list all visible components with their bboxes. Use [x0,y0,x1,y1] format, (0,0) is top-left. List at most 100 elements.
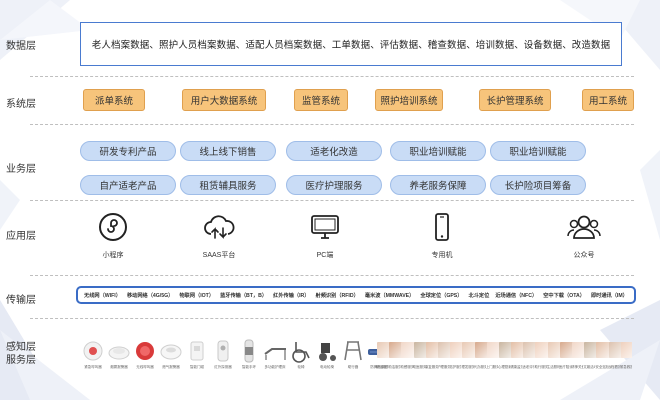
system-employment[interactable]: 用工系统 [582,89,634,111]
service-photo-1: 助洁服务 [388,338,411,372]
service-photo-label: 助医服务 [412,365,425,369]
perception-devices: 紧急呼叫器 烟雾报警器 无线呼叫器 燃气报警器 智能门磁 红外探测器 智能手环 … [80,338,392,372]
transport-ota: 空中下载（OTA） [543,292,585,299]
electric-wheelchair-icon [319,343,336,361]
service-photo-label: 适老评估 [522,365,534,369]
cloud-saas-icon [204,215,235,239]
system-user-bigdata[interactable]: 用户大数据系统 [182,89,266,111]
device-smart-band: 智能手环 [236,338,262,372]
app-official-account-label: 公众号 [573,252,595,259]
business-vocational-training-1[interactable]: 职业培训赋能 [390,141,486,161]
perception-layer-label-line1: 感知层 [6,342,36,353]
service-photo-label: 助洁服务 [388,365,400,369]
service-photo-10: 心理慰藉 [497,338,520,372]
service-photo-label: 助行服务 [534,365,546,369]
app-official-account[interactable]: 公众号 [549,212,619,260]
service-photo-9: 上门服务 [485,338,508,372]
app-pc-label: PC端 [316,252,334,259]
device-infrared-detector-label: 红外探测器 [214,365,232,369]
system-ltc-management[interactable]: 长护管理系统 [479,89,551,111]
separator-business-application [30,200,634,201]
app-mini-program[interactable]: 小程序 [78,212,148,260]
service-photo-11: 健康监测 [510,338,533,372]
gas-detector-icon [160,344,182,360]
service-photo-image [620,342,632,358]
device-gas-detector: 燃气报警器 [158,338,184,372]
transport-layer-box: 无线网（WIFI） 移动网络（4G/5G） 物联网（IOT） 蓝牙传输（BT，B… [76,286,636,304]
data-layer-label: 数据层 [6,41,36,52]
transport-beidou: 北斗定位 [468,292,490,299]
service-photo-20: 紧急救援 [620,338,632,372]
service-photo-0: 助浴服务 [376,338,398,372]
service-photo-label: 康复服务 [424,365,437,369]
service-photo-label: 安全巡检 [595,365,607,369]
separator-transport-perception [30,318,634,319]
business-aging-renovation[interactable]: 适老化改造 [286,141,382,161]
business-vocational-training-2[interactable]: 职业培训赋能 [490,141,586,161]
business-equipment-rental[interactable]: 租赁辅具服务 [180,175,276,195]
system-layer-label: 系统层 [6,99,36,110]
service-photo-label: 陪护服务 [449,365,461,369]
transport-iot: 物联网（IOT） [179,292,215,299]
door-sensor-icon [190,341,204,361]
device-mattress-label: 防褥疮床垫 [370,365,388,369]
device-red-call-button-label: 无线呼叫器 [136,365,154,369]
service-photo-label: 远程看护 [607,365,620,369]
business-rd-patents[interactable]: 研发专利产品 [80,141,176,161]
device-smoke-detector: 烟雾报警器 [106,338,132,372]
business-elderly-service[interactable]: 养老服务保障 [390,175,486,195]
service-photo-2: 助餐服务 [400,338,423,372]
business-medical-care[interactable]: 医疗护理服务 [286,175,382,195]
service-photo-label: 心理慰藉 [497,365,510,369]
app-pc[interactable]: PC端 [290,212,360,260]
device-infrared-detector: 红外探测器 [210,338,236,372]
perception-layer-label: 感知层 服务层 [6,341,60,367]
service-photo-label: 代办服务 [473,365,486,369]
device-wheelchair: 轮椅 [288,338,314,372]
device-walker: 助行器 [340,338,366,372]
app-saas-platform-label: SAAS平台 [202,252,236,259]
device-door-sensor-label: 智能门磁 [190,365,204,369]
separator-system-business [30,124,634,125]
device-wheelchair-label: 轮椅 [297,365,305,369]
smoke-detector-icon [108,346,130,360]
system-care-training[interactable]: 照护培训系统 [375,89,443,111]
system-dispatch[interactable]: 派单系统 [83,89,145,111]
service-photo-label: 护理服务 [436,365,449,369]
business-layer-label: 业务层 [6,164,36,175]
device-red-call-button: 无线呼叫器 [132,338,158,372]
device-door-sensor: 智能门磁 [184,338,210,372]
service-photo-16: 精神关爱 [571,338,593,372]
device-electric-wheelchair: 电动轮椅 [314,338,340,372]
transport-rfid: 射频识别（RFID） [315,292,359,299]
transport-layer-label: 传输层 [6,295,36,306]
transport-mmwave: 毫米波（MMWAVE） [364,292,415,299]
device-gas-detector-label: 燃气报警器 [162,365,180,369]
business-self-produced-products[interactable]: 自产适老产品 [80,175,176,195]
walker-icon [344,341,362,361]
users-icon [567,215,601,239]
infrared-detector-icon [217,340,229,362]
transport-gps: 全球定位（GPS） [420,292,463,299]
transport-wifi: 无线网（WIFI） [84,292,121,299]
separator-data-system [30,76,634,77]
business-online-offline-sales[interactable]: 线上线下销售 [180,141,276,161]
system-supervision[interactable]: 监管系统 [294,89,348,111]
emergency-button-icon [83,341,103,361]
separator-application-transport [30,275,634,276]
data-layer-text: 老人档案数据、照护人员档案数据、适配人员档案数据、工单数据、评估数据、稽查数据、… [91,40,611,51]
data-layer-box: 老人档案数据、照护人员档案数据、适配人员档案数据、工单数据、评估数据、稽查数据、… [80,22,622,66]
service-photo-14: 生活照料 [547,338,569,372]
service-photo-8: 代办服务 [473,338,496,372]
device-smoke-detector-label: 烟雾报警器 [110,365,128,369]
service-photo-label: 上门服务 [485,365,498,369]
transport-bluetooth: 蓝牙传输（BT，B） [220,292,268,299]
application-layer-label: 应用层 [6,231,36,242]
service-photo-label: 紧急救援 [619,365,632,369]
app-dedicated-device[interactable]: 专用机 [407,212,477,260]
service-photo-label: 健康监测 [510,365,522,369]
business-ltc-insurance-prep[interactable]: 长护险项目筹备 [490,175,586,195]
smart-band-icon [244,339,254,363]
app-saas-platform[interactable]: SAAS平台 [184,212,254,260]
